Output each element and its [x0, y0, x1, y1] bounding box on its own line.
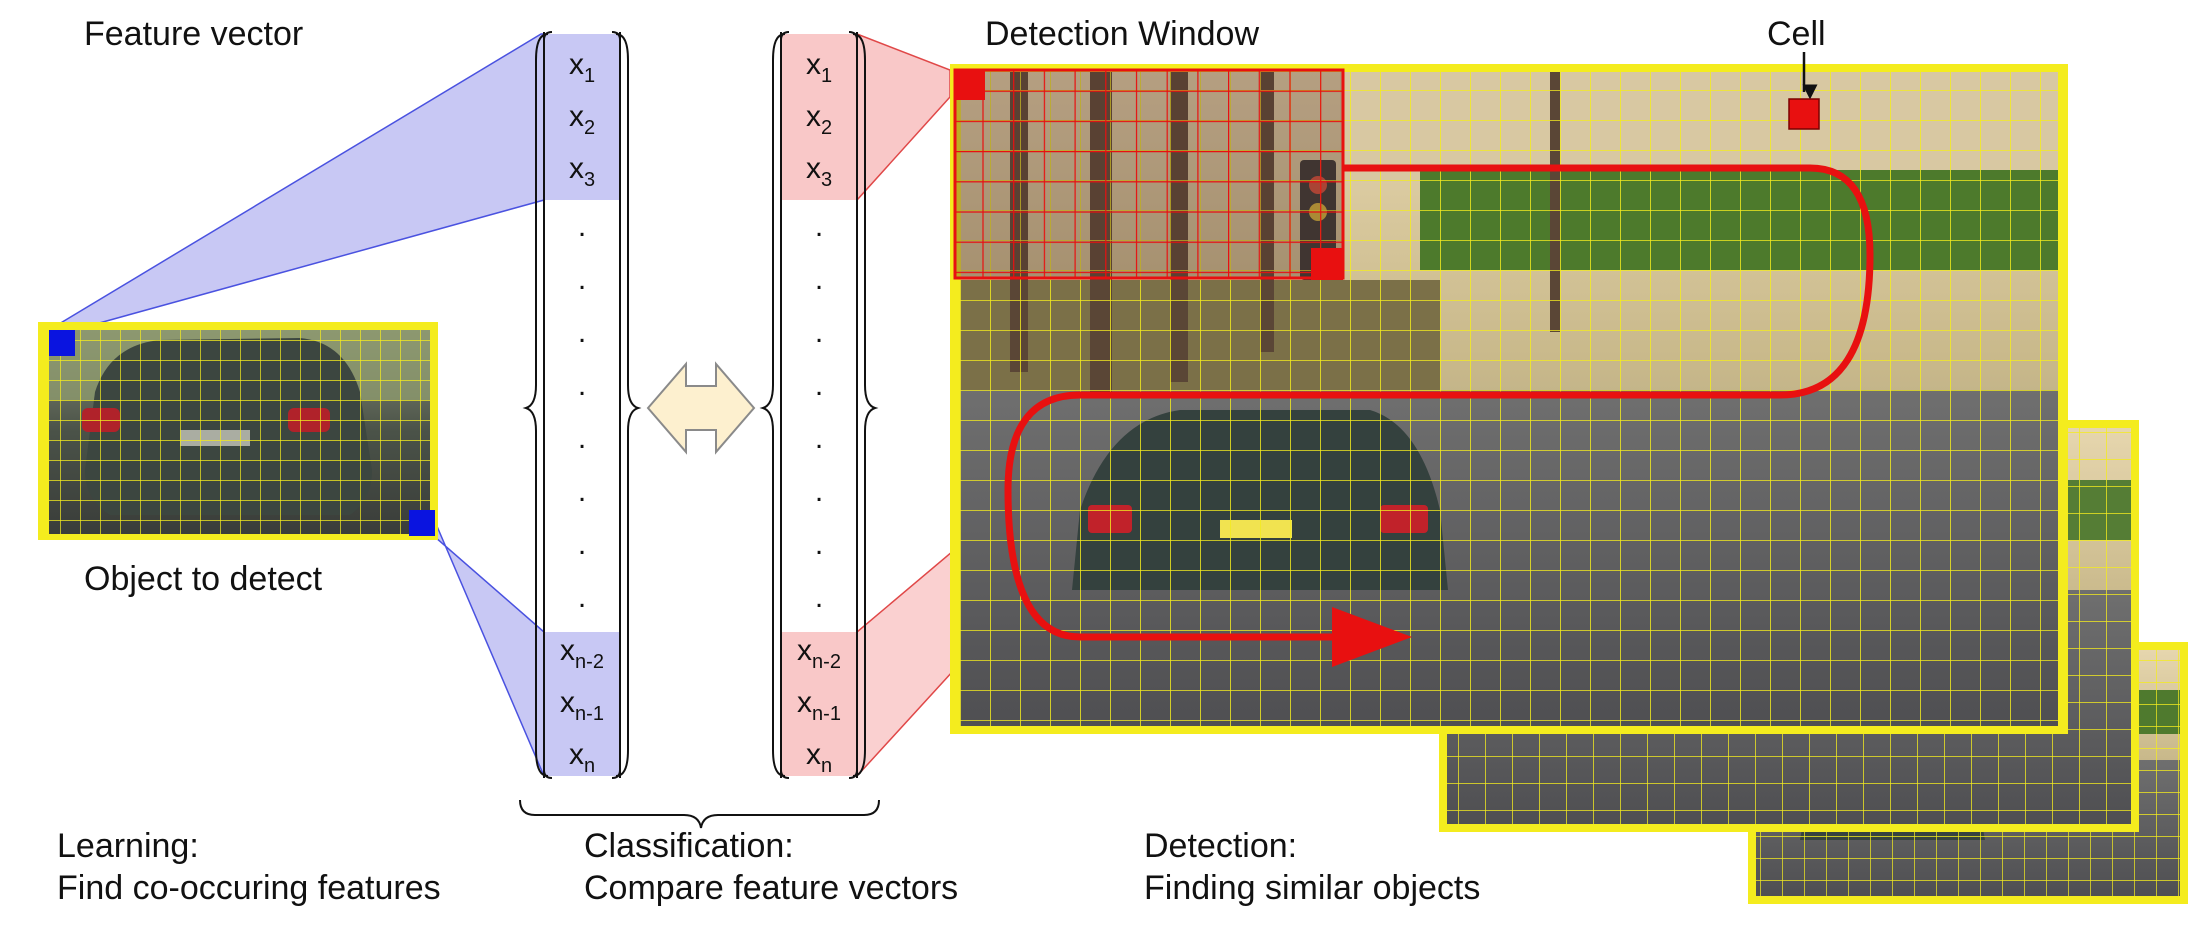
vector-entry-learned: x1: [569, 48, 595, 87]
blue-projection-top: [46, 33, 545, 331]
vector-ellipsis-dot: .: [578, 422, 586, 455]
vector-ellipsis-dot: .: [578, 263, 586, 296]
vector-entry-base: x: [797, 634, 812, 667]
detection-subtitle: Finding similar objects: [1144, 869, 1481, 907]
vector-ellipsis-dot: .: [578, 369, 586, 402]
object-image: [38, 322, 438, 540]
vector-entry-learned: xn-2: [560, 634, 604, 673]
vector-entry-base: x: [569, 100, 584, 133]
classification-title: Classification:: [584, 827, 794, 865]
vector-entry-base: x: [560, 634, 575, 667]
vector-ellipsis-dot: .: [578, 210, 586, 243]
learning-subtitle: Find co-occuring features: [57, 869, 441, 907]
vector-entry-base: x: [560, 686, 575, 719]
vector-entry-base: x: [806, 738, 821, 771]
vector-entry-subscript: 2: [584, 117, 595, 139]
vector-entry-subscript: n-2: [812, 651, 841, 673]
vector-ellipsis-dot: .: [815, 422, 823, 455]
vector-entry-subscript: n-2: [575, 651, 604, 673]
feature-vector-learned: [543, 31, 621, 779]
vector-entry-base: x: [797, 686, 812, 719]
vector-entry-base: x: [806, 48, 821, 81]
vector-ellipsis-dot: .: [815, 316, 823, 349]
vector-entry-base: x: [806, 152, 821, 185]
vector-ellipsis-dot: .: [578, 528, 586, 561]
vector-entry-subscript: n: [584, 755, 595, 777]
vector-ellipsis-dot: .: [815, 369, 823, 402]
feature-vector-label: Feature vector: [84, 15, 304, 53]
vector-ellipsis-dot: .: [578, 581, 586, 614]
learning-title: Learning:: [57, 827, 199, 865]
vector-ellipsis-dot: .: [815, 528, 823, 561]
vector-entry-learned: x2: [569, 100, 595, 139]
vector-ellipsis-dot: .: [815, 263, 823, 296]
vector-entry-subscript: 1: [821, 65, 832, 87]
vector-ellipsis-dot: .: [815, 475, 823, 508]
detection-window-label: Detection Window: [985, 15, 1260, 53]
vector-entry-candidate: xn-2: [797, 634, 841, 673]
vector-entry-candidate: xn-1: [797, 686, 841, 725]
vector-ellipsis-dot: .: [815, 210, 823, 243]
detection-title: Detection:: [1144, 827, 1298, 865]
vector-entry-base: x: [569, 48, 584, 81]
object-to-detect-label: Object to detect: [84, 560, 323, 598]
vector-braces: [519, 33, 880, 829]
vector-entry-base: x: [806, 100, 821, 133]
vector-entry-base: x: [569, 738, 584, 771]
vector-entry-candidate: x2: [806, 100, 832, 139]
vector-entry-learned: xn: [569, 738, 595, 777]
vector-entries: x1x2x3xn-2xn-1xn........x1x2x3xn-2xn-1xn…: [560, 48, 841, 777]
vector-entry-subscript: 3: [584, 169, 595, 191]
double-arrow-icon: [646, 361, 756, 455]
detection-window: [953, 68, 1345, 280]
vector-entry-subscript: n: [821, 755, 832, 777]
classification-subtitle: Compare feature vectors: [584, 869, 959, 907]
sliding-path-arrow-icon: [1004, 164, 1874, 667]
vector-entry-base: x: [569, 152, 584, 185]
vector-ellipsis-dot: .: [815, 581, 823, 614]
vector-ellipsis-dot: .: [578, 316, 586, 349]
vector-entry-subscript: n-1: [575, 703, 604, 725]
vector-entry-candidate: xn: [806, 738, 832, 777]
cell-marker: [1788, 52, 1820, 130]
vector-entry-subscript: 1: [584, 65, 595, 87]
vector-entry-candidate: x1: [806, 48, 832, 87]
vector-entry-subscript: 3: [821, 169, 832, 191]
feature-vector-candidate: [780, 31, 858, 779]
vector-entry-learned: xn-1: [560, 686, 604, 725]
cell-label: Cell: [1767, 15, 1826, 53]
vector-entry-candidate: x3: [806, 152, 832, 191]
vector-entry-subscript: n-1: [812, 703, 841, 725]
blue-projection-bottom: [401, 509, 545, 777]
vector-entry-learned: x3: [569, 152, 595, 191]
vector-ellipsis-dot: .: [578, 475, 586, 508]
vector-entry-subscript: 2: [821, 117, 832, 139]
pink-projection-top: [856, 32, 951, 202]
